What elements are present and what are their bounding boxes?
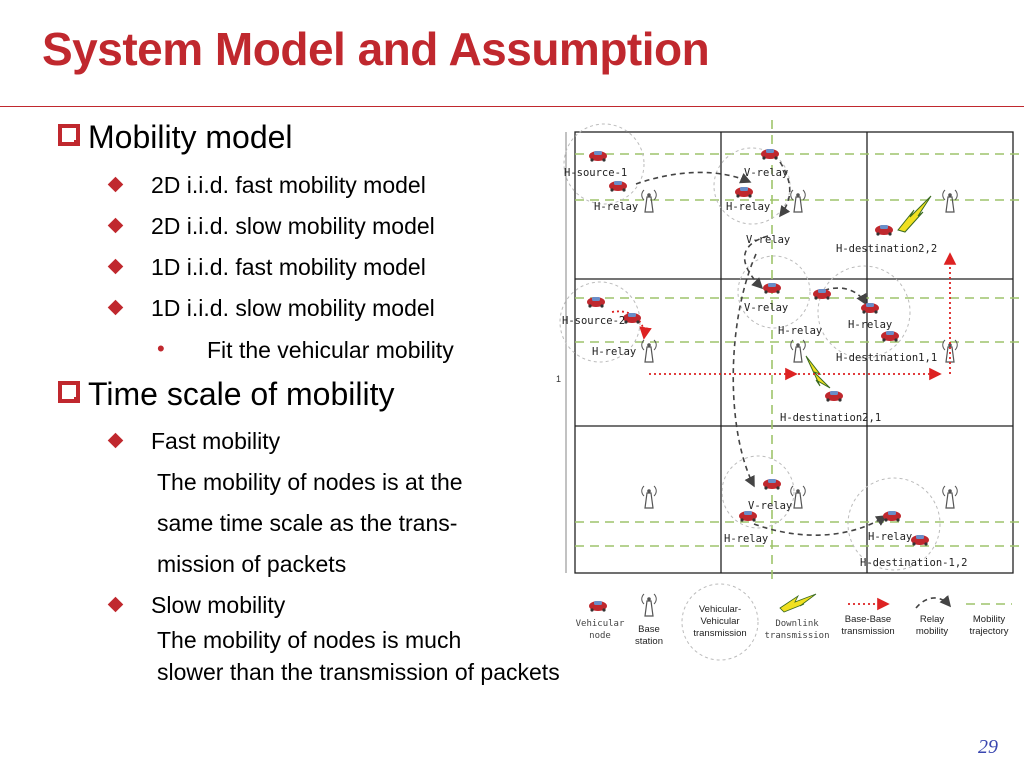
bullet-slow-mobility: Slow mobility [107, 592, 285, 619]
node-label: H-destination2,1 [780, 412, 881, 424]
svg-text:Vehicular-: Vehicular- [699, 604, 741, 615]
node-label: V-relay [744, 302, 788, 314]
svg-text:Base: Base [638, 624, 660, 635]
diamond-bullet-icon [107, 596, 124, 613]
network-diagram: 1 [556, 120, 1024, 661]
node-label: H-relay [868, 531, 912, 543]
svg-text:Mobility: Mobility [973, 614, 1005, 625]
slow-desc-line: The mobility of nodes is much [157, 627, 462, 653]
bullet-list: Mobility model 2D i.i.d. fast mobility m… [58, 119, 560, 685]
bullet-item: 2D i.i.d. slow mobility model [107, 213, 435, 240]
bullet-fast-mobility: Fast mobility [107, 428, 280, 455]
node-label: H-relay [724, 533, 768, 545]
node-label: H-relay [592, 346, 636, 358]
svg-text:node: node [589, 631, 611, 641]
diamond-bullet-icon [107, 299, 124, 316]
node-label: H-relay [726, 201, 770, 213]
bullet-mobility-model: Mobility model [58, 119, 293, 156]
svg-text:Downlink: Downlink [775, 619, 819, 629]
diamond-bullet-icon [107, 176, 124, 193]
fast-desc-line: mission of packets [157, 551, 347, 577]
downlink-icon [805, 355, 831, 389]
svg-text:Relay: Relay [920, 614, 945, 625]
node-label: H-source-2 [562, 315, 625, 327]
square-bullet-icon [58, 381, 80, 403]
svg-text:transmission: transmission [764, 631, 829, 641]
svg-text:mobility: mobility [916, 626, 948, 637]
node-label: V-relay [744, 167, 788, 179]
node-label: H-destination-1,2 [860, 557, 967, 569]
slow-desc-line: slower than the transmission of packets [157, 659, 560, 685]
svg-text:Vehicular: Vehicular [576, 619, 625, 629]
scale-label: 1 [556, 374, 561, 384]
base-station-icon [641, 189, 958, 509]
bullet-item: 1D i.i.d. slow mobility model [107, 295, 435, 322]
svg-text:trajectory: trajectory [969, 626, 1008, 637]
sub-bullet-item: Fit the vehicular mobility [207, 337, 454, 363]
title-divider [0, 106, 1024, 107]
node-label: H-source-1 [564, 167, 627, 179]
diamond-bullet-icon [107, 217, 124, 234]
slide-title: System Model and Assumption [42, 23, 710, 75]
svg-text:Vehicular: Vehicular [700, 616, 739, 627]
node-label: V-relay [746, 234, 790, 246]
diamond-bullet-icon [107, 258, 124, 275]
node-label: V-relay [748, 500, 792, 512]
node-label: H-relay [848, 319, 892, 331]
node-label: H-relay [594, 201, 638, 213]
downlink-icon [897, 195, 932, 233]
svg-text:Base-Base: Base-Base [845, 614, 891, 625]
diagram-legend: Vehicular node Base station Vehicular- V… [576, 583, 1012, 661]
fast-desc-line: The mobility of nodes is at the [157, 469, 463, 495]
dot-bullet-icon: • [157, 336, 165, 361]
svg-text:station: station [635, 636, 663, 647]
svg-text:transmission: transmission [693, 628, 746, 639]
node-label: H-destination1,1 [836, 352, 937, 364]
bullet-item: 2D i.i.d. fast mobility model [107, 172, 426, 199]
page-number: 29 [978, 736, 998, 758]
diamond-bullet-icon [107, 432, 124, 449]
bullet-item: 1D i.i.d. fast mobility model [107, 254, 426, 281]
node-label: H-destination2,2 [836, 243, 937, 255]
node-label: H-relay [778, 325, 822, 337]
fast-desc-line: same time scale as the trans- [157, 510, 458, 536]
square-bullet-icon [58, 124, 80, 146]
svg-text:transmission: transmission [841, 626, 894, 637]
bullet-time-scale: Time scale of mobility [58, 376, 394, 413]
